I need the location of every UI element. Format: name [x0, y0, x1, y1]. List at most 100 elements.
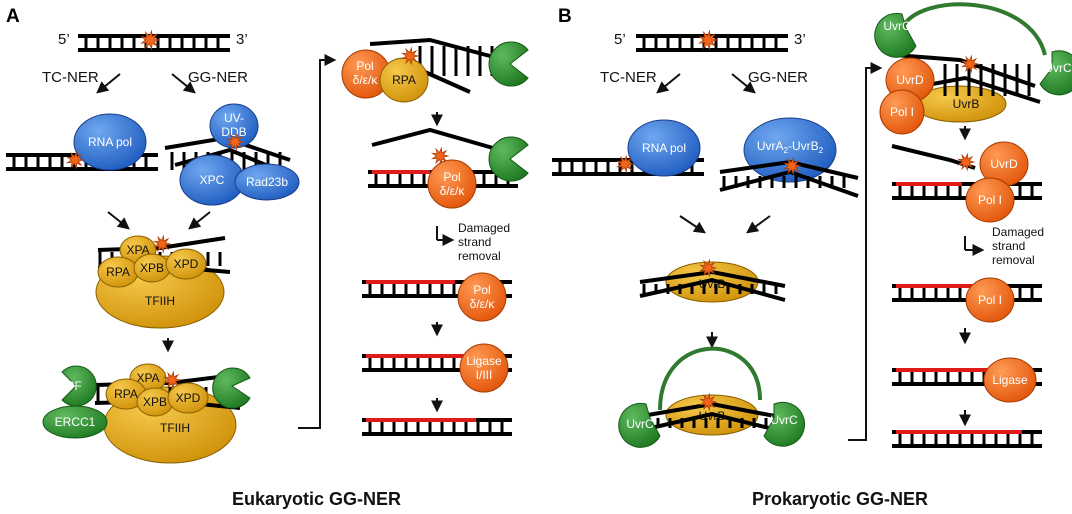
- gg-ner-label: GG-NER: [188, 69, 248, 86]
- dna-lesion-icon: [401, 46, 420, 66]
- dna-lesion-icon: [957, 152, 976, 172]
- rpa-label-2: RPA: [114, 387, 138, 401]
- dna-duplex: [362, 418, 512, 436]
- arrow-gg-merge-b: [746, 215, 771, 234]
- uvrc-label-3: UvrC: [883, 19, 911, 33]
- uvrc-protein-2: [763, 401, 806, 447]
- pol-protein-3: [457, 272, 507, 322]
- dna-lesion-icon: [699, 258, 718, 278]
- prokaryotic-caption: Prokaryotic GG-NER: [752, 489, 928, 509]
- pol1-label-2: Pol I: [978, 193, 1002, 207]
- dna-lesion-icon: [699, 392, 718, 412]
- xpg-protein: [212, 367, 251, 409]
- rna-pol-label-b: RNA pol: [642, 141, 686, 155]
- xpg-label-2: XPG: [523, 57, 548, 71]
- dna-rungs: [418, 46, 494, 76]
- connector-b: [848, 62, 883, 441]
- removal-label-a1: Damaged: [458, 221, 510, 235]
- uv-ddb-label-1: UV-: [224, 111, 244, 125]
- xpg-label-3: XPG: [523, 152, 548, 166]
- rna-pol-label: RNA pol: [88, 135, 132, 149]
- uvrd-label-2: UvrD: [990, 157, 1018, 171]
- uvrc-label-1: UvrC: [626, 417, 654, 431]
- uvrd-label: UvrD: [896, 73, 924, 87]
- pol-label-3b: δ/ε/κ: [470, 297, 496, 311]
- panel-a-label: A: [6, 6, 20, 27]
- xpg-protein-3: [488, 136, 529, 182]
- tc-ner-label: TC-NER: [42, 69, 99, 86]
- pol1-protein-2: [965, 177, 1015, 223]
- five-prime-label-b: 5’: [614, 31, 626, 48]
- five-prime-label: 5’: [58, 31, 70, 48]
- xpf-protein: [61, 365, 97, 407]
- dna-duplex: [892, 430, 1042, 448]
- uvrc-label-4: UvrC: [1044, 61, 1072, 75]
- ligase-protein-b: [983, 357, 1037, 403]
- arrow-tc-merge-b: [679, 215, 706, 234]
- removal-label-b2: strand: [992, 239, 1025, 253]
- xpb-label: XPB: [140, 261, 164, 275]
- tfiih-label: TFIIH: [145, 294, 175, 308]
- xpb-label-2: XPB: [143, 395, 167, 409]
- ercc1-label: ERCC1: [55, 415, 96, 429]
- xpd-label-2: XPD: [176, 391, 201, 405]
- col-a-dna-s2-top: [371, 127, 501, 152]
- tc-ner-label-b: TC-NER: [600, 69, 657, 86]
- uvrb-label-3: UvrB: [953, 97, 980, 111]
- dna-rungs: [722, 176, 846, 188]
- arrow-to-gg-b: [731, 73, 756, 94]
- xpa-label-2: XPA: [136, 371, 159, 385]
- xpa-label: XPA: [126, 243, 149, 257]
- rna-pol-protein: [73, 113, 147, 171]
- dna-lesion-icon: [66, 150, 85, 170]
- uvrab-label: UvrA2-UvrB2: [757, 139, 824, 155]
- uvrc-dna-bottom: [641, 411, 786, 434]
- ligase-label-a1: Ligase: [466, 354, 502, 368]
- removal-label-b3: removal: [992, 253, 1035, 267]
- dna-lesion-icon: [140, 29, 161, 51]
- uvrc-linker: [658, 346, 762, 411]
- xpf-label: XPF: [58, 379, 81, 393]
- pol1-protein-3: [965, 277, 1015, 323]
- pol-label-1a: Pol: [356, 59, 373, 73]
- uvrb-dna-bottom: [639, 277, 786, 302]
- dna-lesion-icon: [698, 29, 719, 51]
- arrow-gg-merge: [188, 211, 211, 230]
- rpa-label-3: RPA: [392, 73, 416, 87]
- pol-label-3a: Pol: [473, 283, 490, 297]
- ligase-label-b: Ligase: [992, 373, 1028, 387]
- xpd-protein-2: [167, 382, 209, 414]
- pol-label-1b: δ/ε/κ: [353, 73, 379, 87]
- arrow-tc-merge: [107, 211, 130, 230]
- xpc-label: XPC: [200, 173, 225, 187]
- panel-a: 5’ 3’ TC-NER GG-NER RNA pol UV- DDB XPC …: [6, 29, 549, 464]
- arrow-to-tc-b: [656, 73, 681, 94]
- uv-ddb-label-2: DDB: [221, 125, 246, 139]
- ercc1-protein: [42, 405, 108, 439]
- uvrc-protein-1: [618, 402, 661, 448]
- gg-ner-label-b: GG-NER: [748, 69, 808, 86]
- tfiih-label-2: TFIIH: [160, 421, 190, 435]
- dna-lesion-icon: [961, 54, 980, 74]
- dna-lesion-icon: [226, 132, 245, 152]
- arrow-to-gg: [171, 73, 196, 94]
- panel-b-label: B: [558, 6, 572, 27]
- xpg-protein-2: [488, 41, 529, 87]
- xpd-label: XPD: [174, 257, 199, 271]
- pol1-label-3: Pol I: [978, 293, 1002, 307]
- dna-lesion-icon: [431, 146, 450, 166]
- uvrc-linker-2: [900, 2, 1047, 56]
- col-b-dna-upper: [894, 53, 1036, 88]
- xpg-label: XPG: [247, 380, 272, 394]
- rpa-label: RPA: [106, 265, 130, 279]
- pol1-label: Pol I: [890, 105, 914, 119]
- pol-protein-2: [427, 159, 477, 209]
- dna-rungs: [642, 284, 778, 294]
- uvrc-protein-3: [874, 12, 917, 58]
- removal-label-a2: strand: [458, 235, 491, 249]
- removal-label-b1: Damaged: [992, 225, 1044, 239]
- uv-ddb-protein: [209, 103, 259, 149]
- pol-label-2a: Pol: [443, 170, 460, 184]
- dna-lesion-icon: [153, 234, 172, 254]
